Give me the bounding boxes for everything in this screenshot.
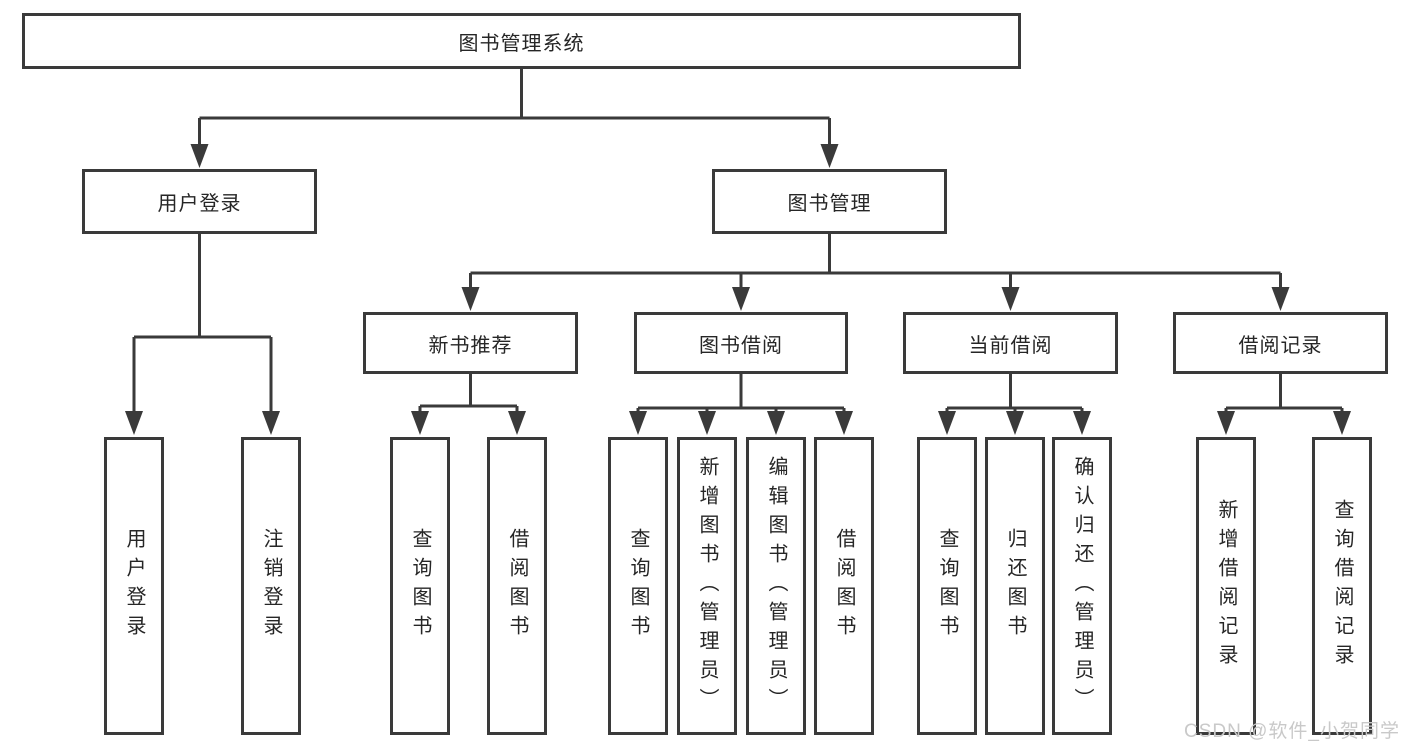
- leaf-label: 查询借阅记录: [1331, 499, 1353, 673]
- csdn-watermark: CSDN @软件_小贺同学: [1184, 721, 1400, 742]
- leaf-query-books-recommend: 查询图书: [390, 437, 450, 735]
- leaf-label: 注销登录: [260, 528, 282, 644]
- leaf-add-books-admin: 新增图书（管理员）: [677, 437, 737, 735]
- node-current-borrow: 当前借阅: [903, 312, 1118, 374]
- connector-borrow-records-to-leaves: [1217, 374, 1351, 435]
- leaf-return-books: 归还图书: [985, 437, 1045, 735]
- leaf-label: 查询图书: [627, 528, 649, 644]
- connector-current-borrow-to-leaves: [938, 374, 1091, 435]
- leaf-label: 借阅图书: [833, 528, 855, 644]
- leaf-borrow-books-recommend: 借阅图书: [487, 437, 547, 735]
- leaf-label: 用户登录: [123, 528, 145, 644]
- leaf-label: 查询图书: [936, 528, 958, 644]
- connector-user-login-to-leaves: [125, 234, 280, 435]
- leaf-label: 新增图书（管理员）: [696, 455, 718, 717]
- node-borrow-records: 借阅记录: [1173, 312, 1388, 374]
- leaf-add-borrow-record: 新增借阅记录: [1196, 437, 1256, 735]
- leaf-query-books-borrow: 查询图书: [608, 437, 668, 735]
- leaf-confirm-return-admin: 确认归还（管理员）: [1052, 437, 1112, 735]
- leaf-user-login: 用户登录: [104, 437, 164, 735]
- connector-new-book-to-leaves: [411, 374, 526, 435]
- leaf-edit-books-admin: 编辑图书（管理员）: [746, 437, 806, 735]
- node-book-borrow: 图书借阅: [634, 312, 848, 374]
- leaf-label: 借阅图书: [506, 528, 528, 644]
- leaf-label: 归还图书: [1004, 528, 1026, 644]
- node-book-management: 图书管理: [712, 169, 947, 234]
- leaf-query-borrow-record: 查询借阅记录: [1312, 437, 1372, 735]
- connector-book-mgmt-to-level3: [461, 234, 1290, 311]
- node-user-login: 用户登录: [82, 169, 317, 234]
- leaf-label: 查询图书: [409, 528, 431, 644]
- node-new-book-recommend: 新书推荐: [363, 312, 578, 374]
- leaf-logout-login: 注销登录: [241, 437, 301, 735]
- connector-root-to-level2: [190, 69, 839, 168]
- leaf-label: 新增借阅记录: [1215, 499, 1237, 673]
- leaf-query-books-current: 查询图书: [917, 437, 977, 735]
- leaf-label: 确认归还（管理员）: [1071, 455, 1093, 717]
- leaf-borrow-books: 借阅图书: [814, 437, 874, 735]
- connector-book-borrow-to-leaves: [629, 374, 853, 435]
- node-library-system: 图书管理系统: [22, 13, 1021, 69]
- leaf-label: 编辑图书（管理员）: [765, 455, 787, 717]
